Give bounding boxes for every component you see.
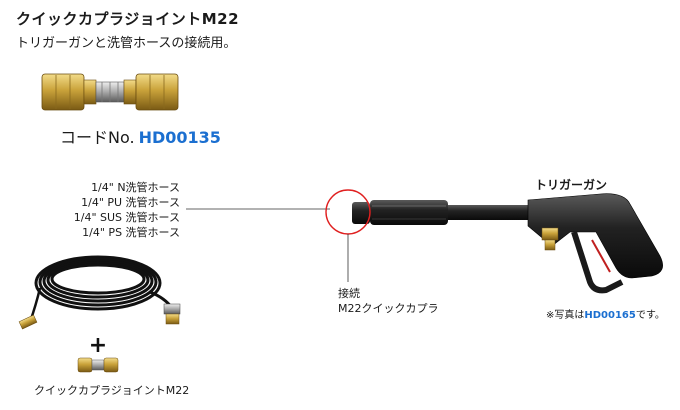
product-code: HD00135 [138,128,221,147]
trigger-gun-image [352,193,663,294]
hose-coil-image [28,255,174,323]
page-title: クイックカプラジョイントM22 [16,10,240,28]
hose-item: 1/4" N洗管ホース [91,181,180,194]
connection-label: 接続 M22クイックカプラ [338,286,439,316]
hose-list: 1/4" N洗管ホース 1/4" PU 洗管ホース 1/4" SUS 洗管ホース… [30,180,180,240]
photo-note-suffix: です。 [635,310,665,321]
photo-note-code: HD00165 [584,310,636,321]
hose-coupler-image [18,303,181,330]
photo-note: ※写真はHD00165です。 [546,306,665,321]
trigger-gun-label: トリガーガン [535,178,608,192]
small-coupler-joint-image [77,357,119,373]
hose-item: 1/4" PU 洗管ホース [81,196,180,209]
page-subtitle: トリガーガンと洗管ホースの接続用。 [16,36,237,51]
hose-item: 1/4" PS 洗管ホース [82,226,180,239]
product-code-prefix: コードNo. [60,128,135,147]
hose-item: 1/4" SUS 洗管ホース [73,211,180,224]
plus-sign: + [89,333,107,358]
bottom-joint-label: クイックカプラジョイントM22 [34,384,190,397]
photo-note-prefix: ※写真は [546,310,585,321]
product-code-line: コードNo.HD00135 [60,124,221,148]
coupler-joint-image [41,73,179,111]
connection-label-line2: M22クイックカプラ [338,302,439,315]
connection-label-line1: 接続 [338,287,360,300]
